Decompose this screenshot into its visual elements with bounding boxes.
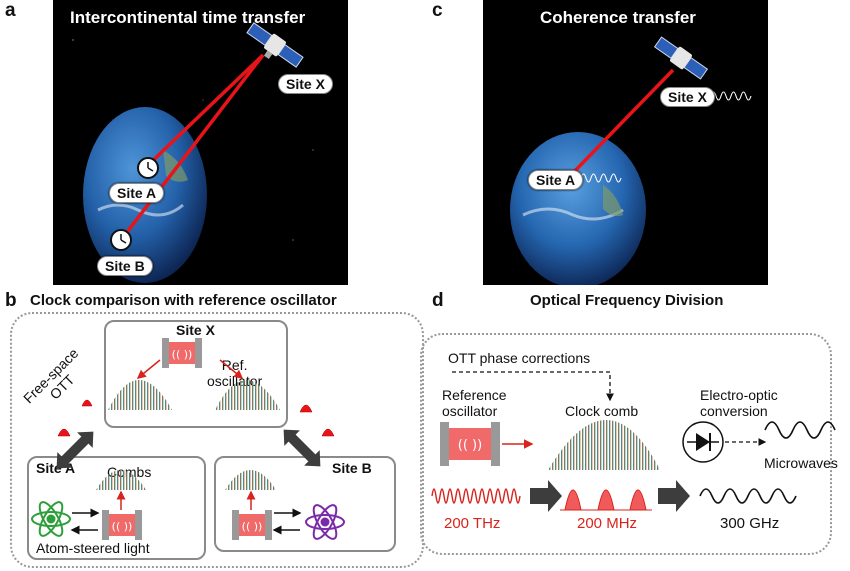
cavity-icon-site-b: (( )) [232,510,272,540]
panel-c-site-x: Site X [660,87,715,107]
panel-b-site-b-label: Site B [332,460,372,476]
panel-c-letter: c [432,0,443,21]
satellite-icon [246,22,304,68]
panel-a-site-x: Site X [278,74,333,94]
ott-correction-arrow [452,371,614,402]
double-arrow-left [56,431,94,469]
stars [72,39,314,241]
panel-b-site-x-label: Site X [176,322,215,338]
panel-d-title: Optical Frequency Division [530,292,724,309]
clock-icon-b [110,229,132,251]
cavity-icon-reference: (( )) [440,422,500,466]
laser-a-to-x [141,53,265,172]
earth-cloud [522,207,624,221]
comb-spectrum-right [215,380,280,410]
wave-site-x [710,91,752,101]
laser-a-to-x [566,68,675,180]
panel-d-frame [420,333,832,555]
clock-icon-a [137,157,159,179]
panel-d-ott-phase-label: OTT phase corrections [448,350,591,366]
bold-arrow-2 [658,480,690,512]
wave-site-a [580,173,622,183]
panel-c-image [483,0,768,285]
panel-a-letter: a [5,0,16,21]
arrow-ref-left [136,359,161,379]
clock-comb-spectrum [548,420,660,470]
pulse-icon [57,399,335,437]
panel-b-atom-steered-label: Atom-steered light [36,540,150,556]
panel-d-reference-oscillator-label: Reference oscillator [442,387,507,419]
svg-text:(( )): (( )) [112,520,133,533]
panel-d-clock-comb-label: Clock comb [565,403,639,419]
panel-a-scene [72,22,314,283]
earth-cloud [97,203,184,217]
arrow-ref-right [219,359,244,379]
panel-c-title: Coherence transfer [540,8,696,27]
panel-d-200mhz-label: 200 MHz [577,515,638,532]
comb-spectrum-left [108,380,172,410]
panel-d-eo-label: Electro-optic conversion [700,387,778,419]
photodiode-icon [682,421,724,463]
panel-a-site-b: Site B [97,256,153,276]
laser-b-to-x [119,53,265,242]
panel-a-site-a: Site A [109,183,165,203]
panel-b-graphics: (( )) (( )) (( )) [31,338,345,540]
panel-b-letter: b [5,290,17,311]
atom-icon-site-a [31,501,71,537]
comb-spectrum-site-a [96,470,146,490]
microwave-wave [764,421,836,439]
earth [510,132,646,285]
comb-spectrum-site-b [225,470,276,490]
panel-a-title: Intercontinental time transfer [70,8,306,27]
svg-text:(( )): (( )) [242,520,263,533]
mm-wave-300ghz [699,488,797,504]
cavity-icon-site-a: (( )) [102,510,142,540]
atom-icon-site-b [305,504,345,540]
panel-c-scene [510,36,752,285]
panel-d-letter: d [432,290,444,311]
earth-land [163,150,188,182]
satellite-icon [653,36,709,80]
optical-wave-200thz [431,488,521,504]
earth-land [603,185,623,217]
panel-d-graphics: (( )) [431,371,836,512]
panel-d-200thz-label: 200 THz [444,515,501,532]
cavity-icon-site-x: (( )) [162,338,202,368]
double-arrow-right [283,429,321,467]
panel-b-title: Clock comparison with reference oscillat… [30,292,337,309]
svg-text:(( )): (( )) [458,438,482,453]
panel-a-image [53,0,348,285]
pulse-train-200mhz [564,489,647,511]
panel-b-frame [10,312,424,568]
panel-c-site-a: Site A [528,170,584,190]
svg-text:(( )): (( )) [172,348,193,361]
bold-arrow-1 [530,480,562,512]
panel-d-300ghz-label: 300 GHz [720,515,780,532]
panel-d-microwaves-label: Microwaves [764,455,838,471]
